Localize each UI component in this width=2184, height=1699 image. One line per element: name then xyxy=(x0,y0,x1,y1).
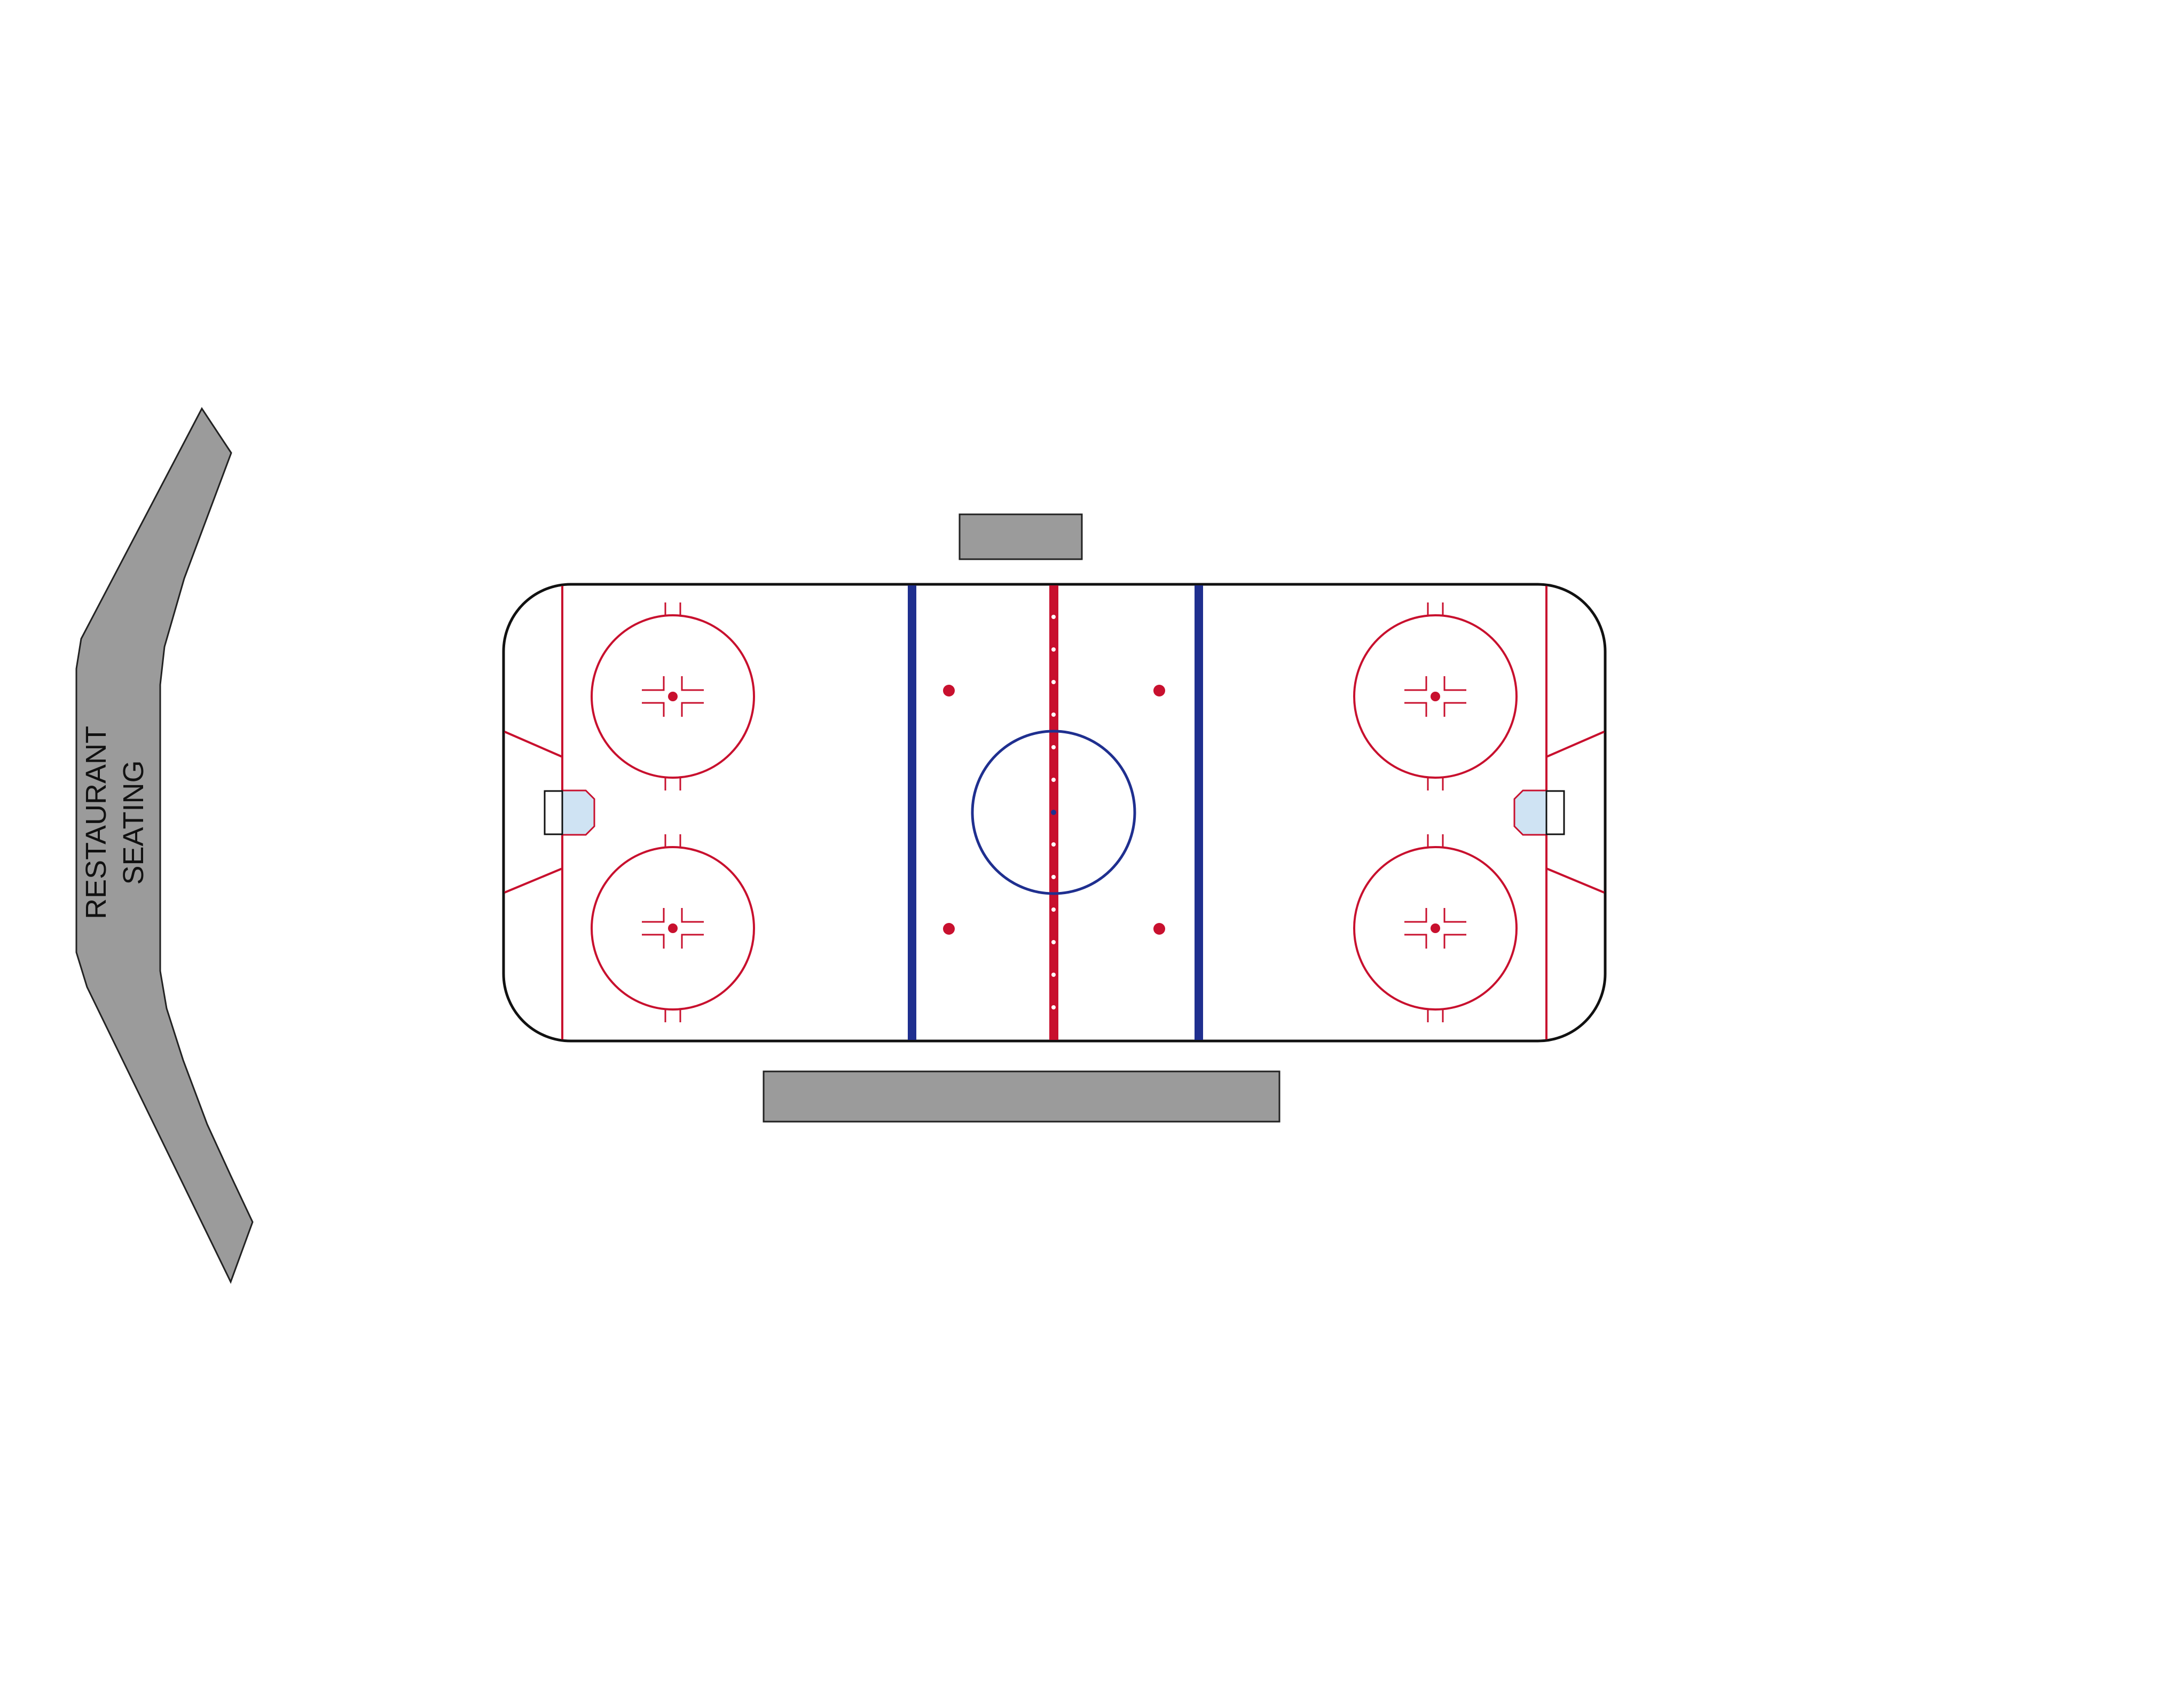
trapezoid-lines-left xyxy=(504,731,563,894)
center-faceoff-circle xyxy=(971,730,1136,895)
restaurant-seating-section[interactable]: RESTAURANT SEATING xyxy=(75,407,254,1284)
center-faceoff-spot xyxy=(1051,810,1056,815)
top-box-section[interactable] xyxy=(959,513,1083,560)
goal-net-left xyxy=(544,790,563,835)
faceoff-circle-bottom-right xyxy=(1353,834,1518,1022)
restaurant-seating-shape xyxy=(75,407,254,1284)
goal-crease-left xyxy=(561,789,595,836)
neutral-zone-dot xyxy=(943,923,955,935)
goal-left xyxy=(544,789,595,836)
neutral-zone-dot xyxy=(943,685,955,696)
neutral-zone-dot xyxy=(1153,685,1165,696)
faceoff-circle-top-left xyxy=(591,602,755,790)
ice-rink xyxy=(502,583,1607,1043)
faceoff-circle-top-right xyxy=(1353,602,1518,790)
neutral-zone-dot xyxy=(1153,923,1165,935)
goal-crease-right xyxy=(1513,789,1547,836)
restaurant-seating-label-line-2: SEATING xyxy=(117,760,150,884)
goal-right xyxy=(1513,789,1565,836)
faceoff-circle-bottom-left xyxy=(591,834,755,1022)
blue-line-left xyxy=(908,585,916,1040)
trapezoid-lines-right xyxy=(1546,731,1605,894)
restaurant-seating-label-line-1: RESTAURANT xyxy=(80,726,112,919)
bottom-bench-section[interactable] xyxy=(763,1070,1280,1123)
center-line-dots xyxy=(1051,615,1056,1009)
blue-line-right xyxy=(1195,585,1203,1040)
goal-net-right xyxy=(1545,790,1565,835)
